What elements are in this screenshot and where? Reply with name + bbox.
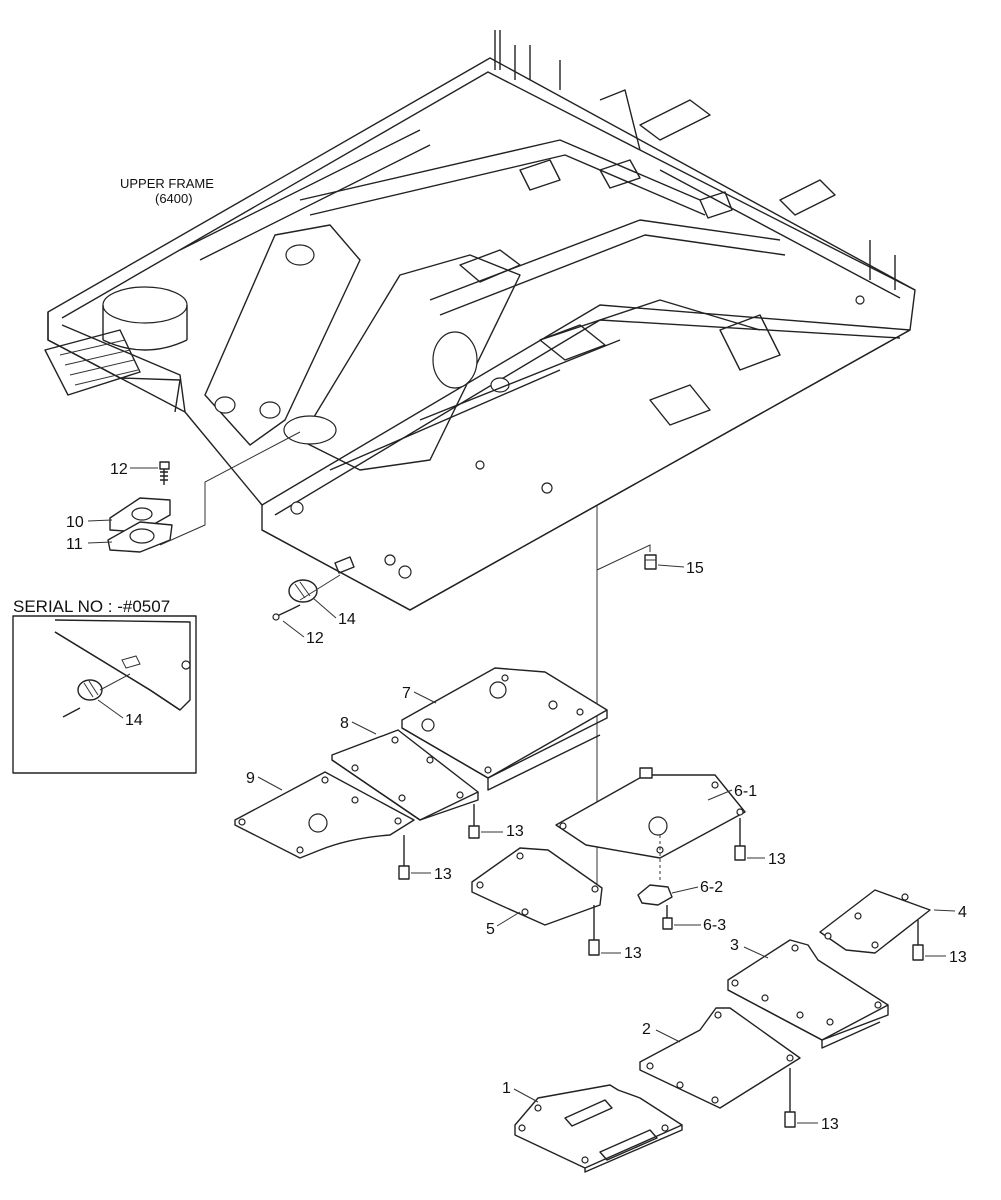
callout-15: 15 [686,560,704,577]
callout-12-lower: 12 [306,630,324,647]
upper-frame-assembly [44,30,916,611]
callout-7: 7 [402,685,411,702]
part-13-bolt-f [784,1068,796,1128]
part-13-bolt-a [468,804,480,839]
callout-12-upper: 12 [110,461,128,478]
part-11-shim [107,521,173,553]
callout-4: 4 [958,904,967,921]
callout-6-3: 6-3 [703,917,726,934]
callout-3: 3 [730,937,739,954]
part-6-1-cover-plate [555,767,746,859]
callout-14: 14 [338,611,356,628]
part-15-bolt [644,554,657,570]
callout-8: 8 [340,715,349,732]
callout-11: 11 [66,536,83,553]
callout-13-d: 13 [624,945,642,962]
part-2-cover-plate [639,1007,801,1109]
part-6-3-bolt [662,905,673,930]
part-8-cover-plate [331,729,479,821]
part-13-bolt-e [912,920,924,961]
inset-serial-label: SERIAL NO : -#0507 [13,597,170,616]
part-14-cover [288,579,318,603]
callout-10: 10 [66,514,84,531]
part-12-bolt-lower [272,604,301,621]
callout-13-c: 13 [768,851,786,868]
part-12-bolt-upper [159,461,170,485]
callout-13-a: 13 [506,823,524,840]
callout-13-b: 13 [434,866,452,883]
inset-callout-14: 14 [125,712,143,729]
part-1-cover-plate [514,1084,683,1173]
callout-2: 2 [642,1021,651,1038]
part-5-cover-plate [471,847,603,926]
part-6-2-plate [637,884,673,906]
callout-9: 9 [246,770,255,787]
callout-6-1: 6-1 [734,783,757,800]
callout-5: 5 [486,921,495,938]
frame-name: UPPER FRAME [120,176,214,191]
callout-13-e: 13 [949,949,967,966]
callout-1: 1 [502,1080,511,1097]
callout-6-2: 6-2 [700,879,723,896]
callout-13-f: 13 [821,1116,839,1133]
part-7-cover-plate [401,667,608,791]
part-13-bolt-c [734,818,746,861]
part-9-cover-plate [234,771,415,859]
part-13-bolt-d [588,905,600,956]
frame-code: (6400) [155,191,193,206]
part-4-cover-plate [819,889,931,954]
part-13-bolt-b [398,835,410,880]
part-3-cover-plate [727,939,889,1049]
serial-inset [12,615,197,774]
